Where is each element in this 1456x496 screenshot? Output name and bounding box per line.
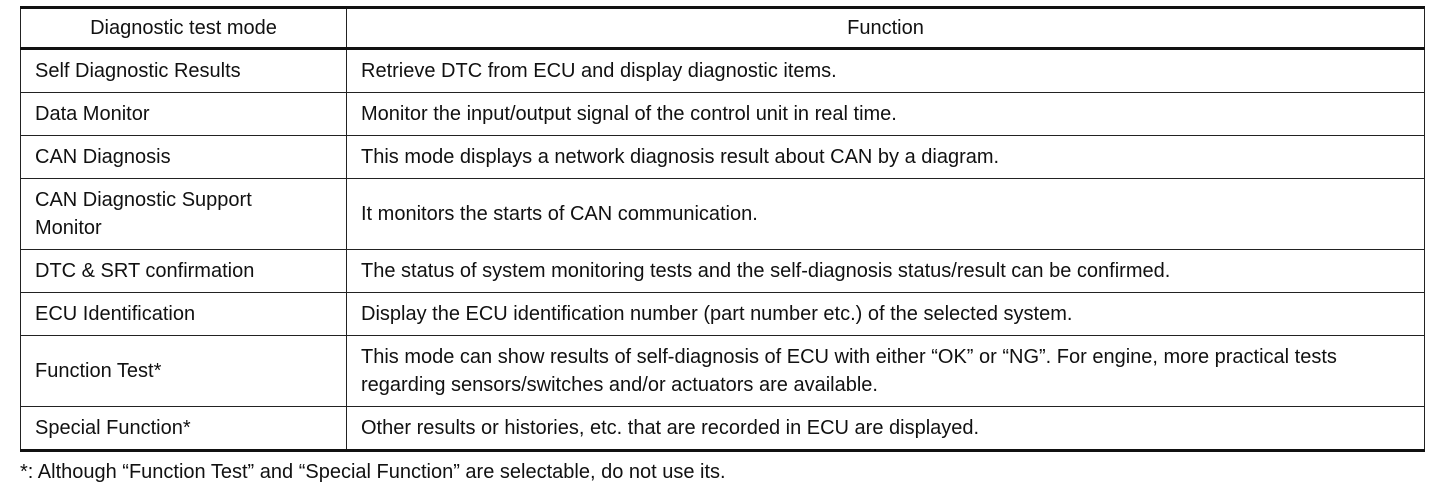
table-row: ECU Identification Display the ECU ident… bbox=[20, 292, 1425, 336]
mode-cell: CAN Diagnosis bbox=[20, 135, 347, 179]
table-row: CAN Diagnosis This mode displays a netwo… bbox=[20, 135, 1425, 179]
function-cell: It monitors the starts of CAN communicat… bbox=[346, 178, 1425, 250]
function-cell: Monitor the input/output signal of the c… bbox=[346, 92, 1425, 136]
diagnostic-mode-table: Diagnostic test mode Function Self Diagn… bbox=[20, 6, 1425, 452]
function-cell: Display the ECU identification number (p… bbox=[346, 292, 1425, 336]
table-row: Function Test* This mode can show result… bbox=[20, 335, 1425, 407]
mode-cell: DTC & SRT confirmation bbox=[20, 249, 347, 293]
mode-cell: ECU Identification bbox=[20, 292, 347, 336]
table-row: Special Function* Other results or histo… bbox=[20, 406, 1425, 452]
function-cell: This mode displays a network diagnosis r… bbox=[346, 135, 1425, 179]
mode-cell: Special Function* bbox=[20, 406, 347, 452]
function-cell: Other results or histories, etc. that ar… bbox=[346, 406, 1425, 452]
table-row: Self Diagnostic Results Retrieve DTC fro… bbox=[20, 48, 1425, 93]
function-cell: Retrieve DTC from ECU and display diagno… bbox=[346, 48, 1425, 93]
function-cell: The status of system monitoring tests an… bbox=[346, 249, 1425, 293]
header-diagnostic-test-mode: Diagnostic test mode bbox=[20, 6, 347, 50]
footnote: *: Although “Function Test” and “Special… bbox=[20, 461, 726, 483]
mode-cell: CAN Diagnostic Support Monitor bbox=[20, 178, 347, 250]
header-function: Function bbox=[346, 6, 1425, 50]
mode-cell: Function Test* bbox=[20, 335, 347, 407]
table-row: CAN Diagnostic Support Monitor It monito… bbox=[20, 178, 1425, 250]
mode-cell: Data Monitor bbox=[20, 92, 347, 136]
mode-cell: Self Diagnostic Results bbox=[20, 48, 347, 93]
function-cell: This mode can show results of self-diagn… bbox=[346, 335, 1425, 407]
table-row: DTC & SRT confirmation The status of sys… bbox=[20, 249, 1425, 293]
table-row: Data Monitor Monitor the input/output si… bbox=[20, 92, 1425, 136]
table-header-row: Diagnostic test mode Function bbox=[20, 6, 1425, 50]
diagnostic-mode-table-container: Diagnostic test mode Function Self Diagn… bbox=[20, 6, 1425, 452]
